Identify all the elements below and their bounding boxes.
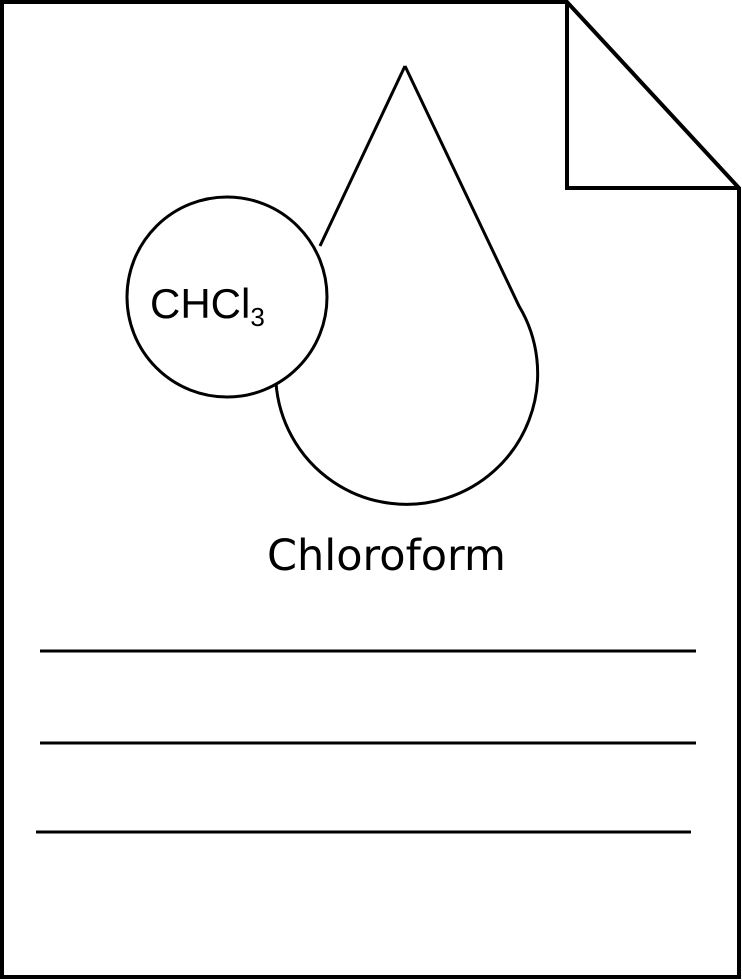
chemical-name: Chloroform [267,531,506,581]
formula-prefix: CHCl [150,280,250,327]
formula-circle [125,195,329,399]
formula-label: CHCl3 [150,280,265,332]
blank-lines [36,649,696,834]
formula-badge: CHCl3 [125,195,329,399]
liquid-drop-icon [274,65,540,506]
folded-corner-icon [565,2,739,190]
formula-subscript: 3 [250,302,264,332]
liquid-drop-left-edge [318,65,407,247]
